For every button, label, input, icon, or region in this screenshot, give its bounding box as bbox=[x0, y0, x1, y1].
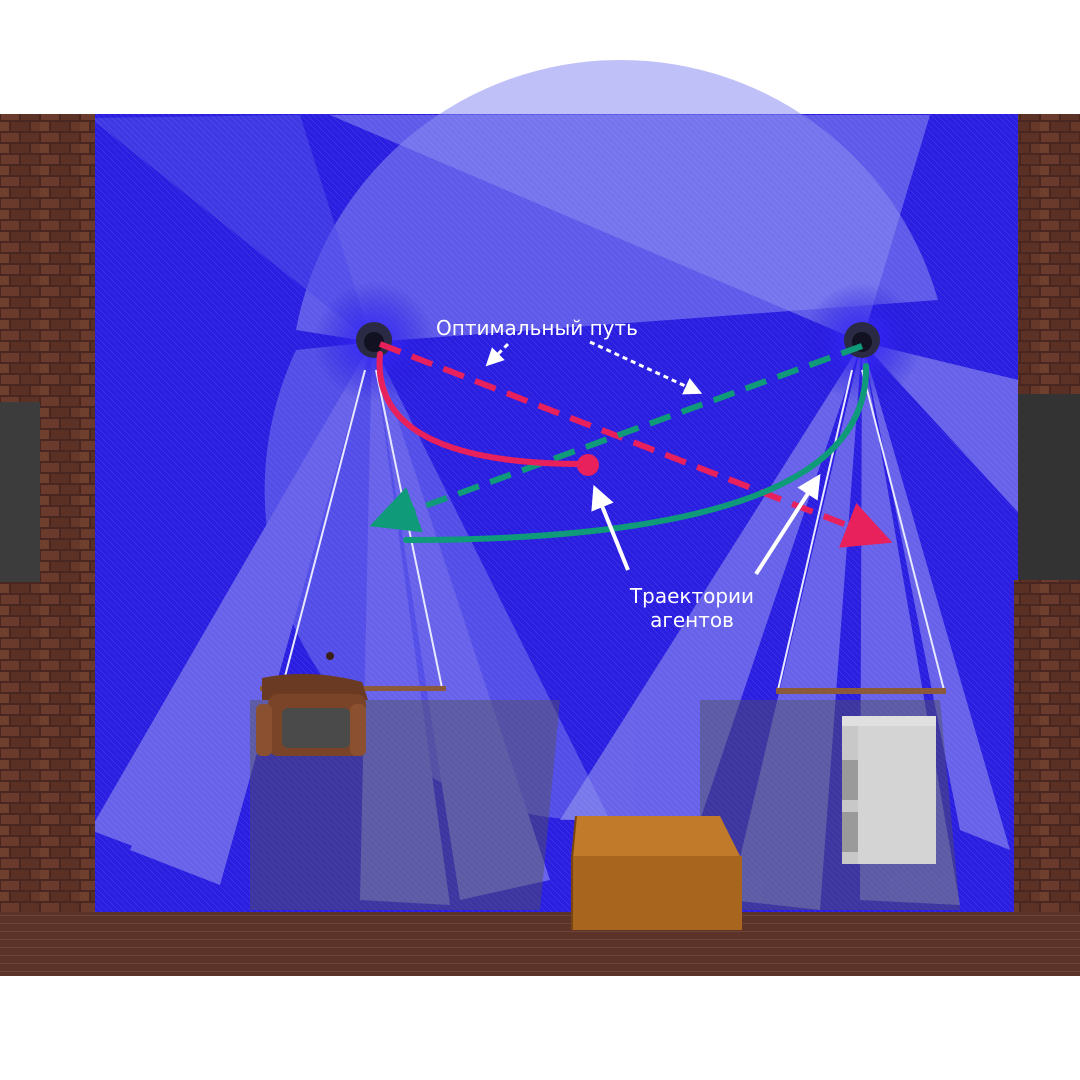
window-left bbox=[0, 402, 40, 582]
white-shelf bbox=[842, 716, 936, 864]
optimal-path-green bbox=[369, 343, 864, 533]
window-right bbox=[1018, 394, 1080, 580]
armchair bbox=[256, 652, 368, 756]
shelf-right bbox=[776, 688, 946, 694]
wooden-box bbox=[571, 815, 742, 930]
trajectory-red bbox=[376, 351, 587, 467]
trajectory-red-end bbox=[577, 454, 599, 476]
label-agent-trajectories: Траектории агентов bbox=[612, 584, 772, 632]
optimal-path-red bbox=[378, 341, 893, 548]
arrow-traj-right bbox=[754, 473, 821, 576]
brick-wall-bottom bbox=[0, 912, 1080, 976]
arrow-optimal-right bbox=[589, 340, 703, 395]
arrow-traj-left bbox=[591, 484, 630, 571]
agent-left bbox=[356, 322, 392, 358]
brick-wall-right-bottom bbox=[1014, 580, 1080, 974]
label-agent-trajectories-line1: Траектории bbox=[629, 584, 755, 608]
label-agent-trajectories-line2: агентов bbox=[650, 608, 734, 632]
arrow-optimal-left bbox=[485, 342, 510, 367]
label-optimal-path: Оптимальный путь bbox=[436, 316, 638, 340]
trajectory-green bbox=[403, 363, 870, 543]
brick-wall-right-top bbox=[1018, 114, 1080, 394]
